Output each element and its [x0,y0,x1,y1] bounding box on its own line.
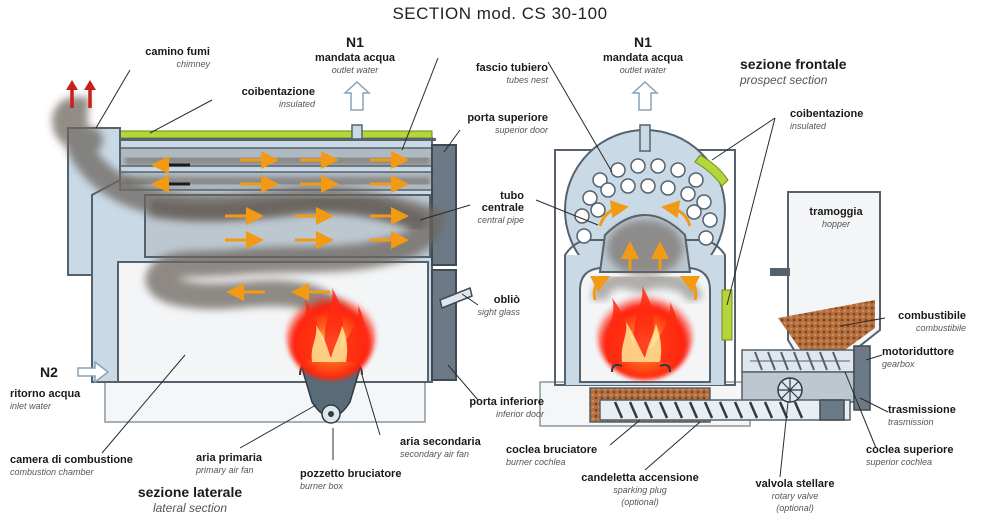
tag-n1-left: N1 [346,34,364,50]
tag-n1-right: N1 [634,34,652,50]
inferior-door [431,269,457,381]
prospect-section-drawing [539,80,881,427]
leader-lines [95,57,889,478]
tube-holes [574,158,718,246]
sight-glass [439,286,473,310]
outlet-arrow-left [343,80,371,111]
gearbox [853,345,871,411]
top-insulation [119,130,433,139]
diagram-title: SECTION mod. CS 30-100 [392,4,608,23]
lateral-section-drawing [52,80,473,424]
inlet-arrow [77,360,110,384]
outlet-arrow-right [631,80,659,111]
pellet-fuel [778,300,875,352]
superior-door [431,144,457,266]
base-plinth [104,381,426,423]
tag-n2: N2 [40,364,58,380]
